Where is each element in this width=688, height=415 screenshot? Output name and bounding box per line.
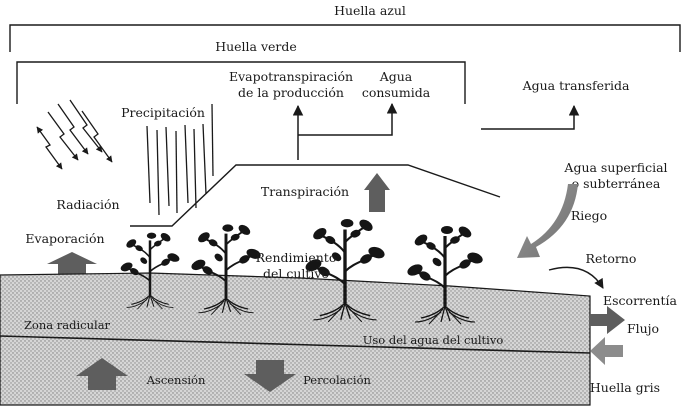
label-percolation: Percolación	[303, 373, 371, 387]
label-irrigation: Riego	[571, 208, 607, 223]
arrow-percolation	[244, 360, 296, 392]
arrow-evaporation	[47, 252, 97, 276]
bracket-green-footprint	[16, 61, 466, 104]
label-root-zone: Zona radicular	[24, 318, 111, 332]
label-return: Retorno	[586, 251, 637, 266]
arrow-rise	[76, 358, 128, 390]
arrow-runoff	[589, 306, 625, 334]
label-yield-1: Rendimiento	[256, 250, 337, 265]
label-surface-water-2: o subterránea	[572, 176, 661, 191]
label-evaporation: Evaporación	[25, 231, 104, 246]
label-surface-water-1: Agua superficial	[563, 160, 667, 175]
label-blue-footprint: Huella azul	[334, 3, 406, 18]
label-precipitation: Precipitación	[121, 105, 205, 120]
label-transpiration: Transpiración	[261, 184, 349, 199]
label-yield-2: del cultivo	[263, 266, 329, 281]
label-green-footprint: Huella verde	[215, 39, 297, 54]
label-consumed-1: Agua	[379, 69, 413, 84]
label-radiation: Radiación	[56, 197, 119, 212]
arrow-irrigation	[517, 184, 578, 258]
label-rise: Ascensión	[146, 373, 206, 387]
arrow-transpiration	[364, 173, 390, 212]
label-grey-footprint: Huella gris	[590, 380, 660, 395]
rain-lines	[146, 103, 214, 216]
arrow-consumed-up	[298, 102, 398, 136]
label-evapotranspiration-2: de la producción	[238, 85, 344, 100]
label-evapotranspiration-1: Evapotranspiración	[229, 69, 353, 84]
label-flow: Flujo	[627, 321, 659, 336]
arrow-transferred	[481, 104, 580, 130]
radiation-arrows	[36, 99, 113, 170]
label-consumed-2: consumida	[362, 85, 431, 100]
arrow-grey-inflow	[590, 337, 623, 365]
canopy-outline	[130, 164, 501, 227]
bracket-blue-footprint	[9, 24, 681, 52]
label-runoff: Escorrentía	[603, 293, 677, 308]
soil-divider	[0, 335, 591, 354]
arrow-return	[548, 266, 604, 289]
label-crop-water-use: Uso del agua del cultivo	[363, 333, 504, 347]
label-transferred: Agua transferida	[522, 78, 630, 93]
